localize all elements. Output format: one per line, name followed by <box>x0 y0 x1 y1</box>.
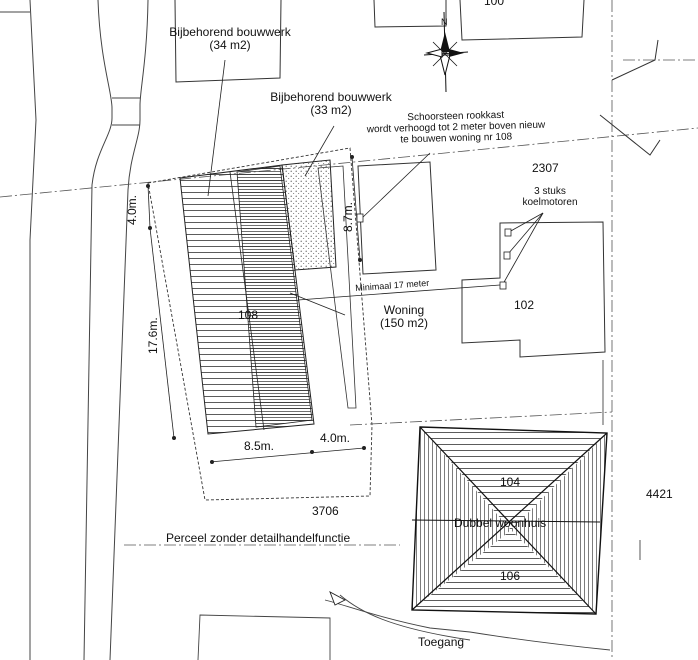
dimension-8-5: 8.5m. <box>244 439 275 453</box>
parcel-number-2307: 2307 <box>532 161 559 175</box>
dimension-8-7: 8.7m. <box>341 201 355 232</box>
toegang-label: Toegang <box>418 635 465 649</box>
bijbehorend-34-label: Bijbehorend bouwwerk (34 m2) <box>155 25 305 53</box>
parcel-number-4421: 4421 <box>646 487 673 501</box>
bijbehorend-33-label: Bijbehorend bouwwerk (33 m2) <box>256 90 406 118</box>
parcel-number-102: 102 <box>514 298 535 312</box>
parcel-number-106: 106 <box>500 569 521 583</box>
bijbehorend-33-title: Bijbehorend bouwwerk <box>270 90 392 104</box>
parcel-number-100: 100 <box>484 0 505 8</box>
koelmotoren-line-2: koelmotoren <box>522 197 578 209</box>
dimension-4-0-left: 4.0m. <box>125 194 139 225</box>
dubbel-woonhuis-roof <box>411 426 608 615</box>
building-2307 <box>357 161 606 358</box>
dimension-17-6: 17.6m. <box>146 317 160 354</box>
parcel-number-104: 104 <box>500 475 521 489</box>
perceel-label: Perceel zonder detailhandelfunctie <box>166 531 351 545</box>
misc-lines <box>197 360 641 660</box>
woning-title: Woning <box>383 303 425 317</box>
bijbehorend-34-title: Bijbehorend bouwwerk <box>169 25 291 39</box>
north-label: N <box>441 17 448 27</box>
dimension-4-0-bottom: 4.0m. <box>320 431 351 445</box>
koelmotoren-line-1: 3 stuks <box>534 186 566 197</box>
road <box>0 0 149 660</box>
bijbehorend-34-area: (34 m2) <box>209 38 251 53</box>
woning-area: (150 m2) <box>379 316 429 331</box>
parcel-number-108: 108 <box>238 308 259 322</box>
north-arrow-icon <box>423 11 469 93</box>
bijbehorend-33-area: (33 m2) <box>310 103 352 118</box>
koelmotoren-note: 3 stuks koelmotoren <box>510 186 590 208</box>
parcel-number-3706: 3706 <box>312 504 339 518</box>
dimension-lines <box>145 59 544 464</box>
top-buildings <box>174 0 661 156</box>
dubbel-woonhuis-label: Dubbel woonhuis <box>454 516 547 530</box>
plot-108 <box>147 147 373 501</box>
woning-label: Woning (150 m2) <box>364 303 444 331</box>
schoorsteen-note: Schoorsteen rookkast wordt verhoogd tot … <box>343 108 570 147</box>
